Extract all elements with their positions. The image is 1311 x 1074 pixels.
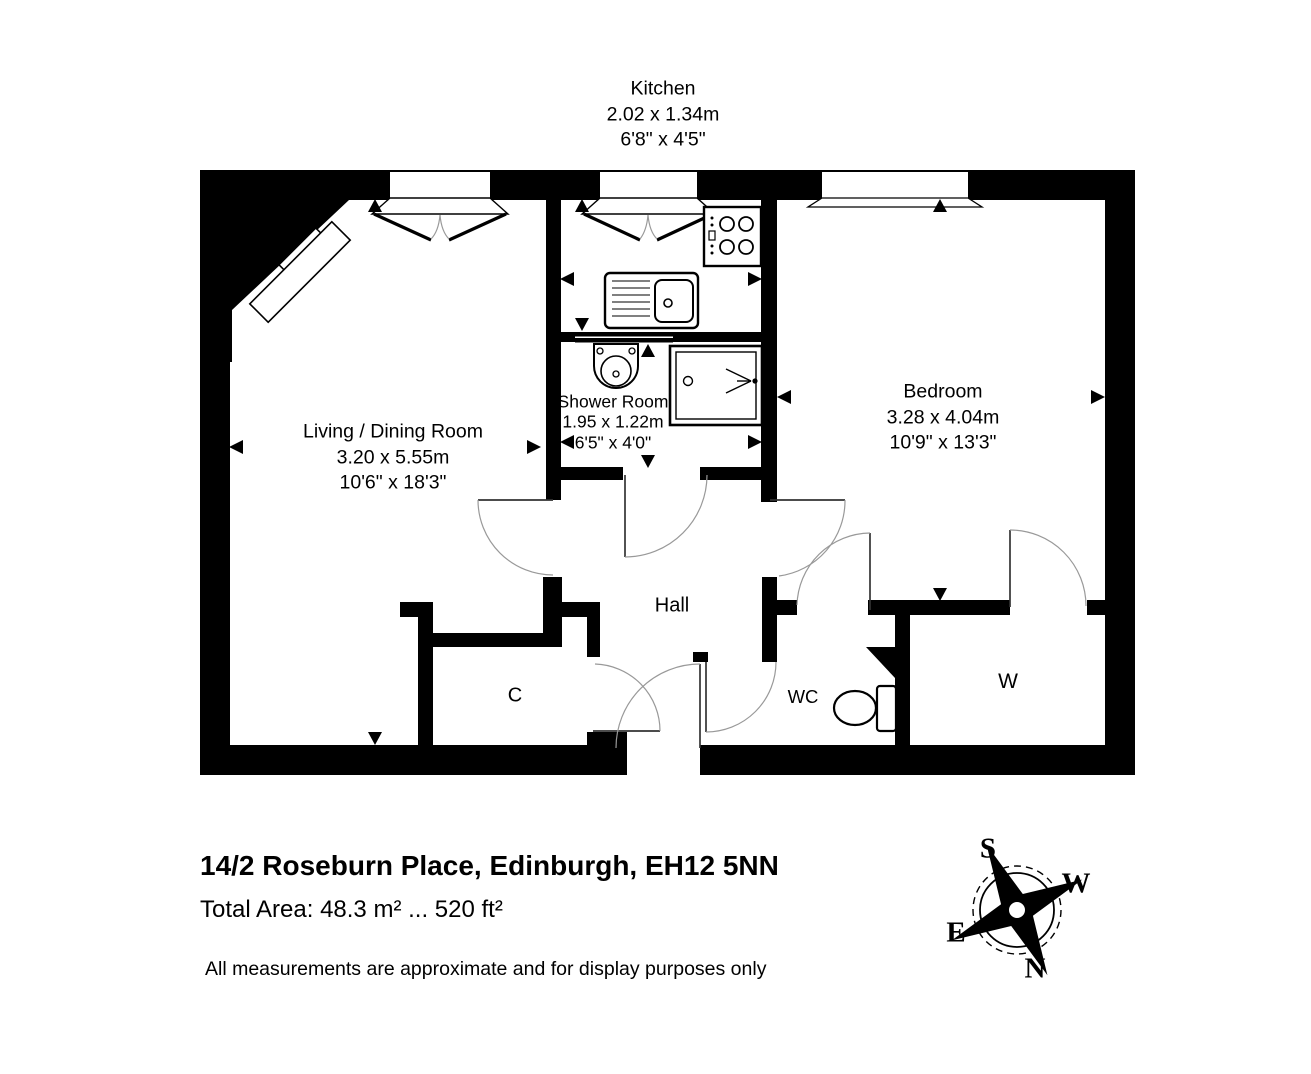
arrow-down-icon (368, 732, 382, 745)
arrow-up-icon (933, 199, 947, 212)
room-name: Kitchen (630, 77, 696, 100)
living-room-door (477, 499, 554, 576)
room-size-imperial: 10'6" x 18'3" (339, 471, 447, 494)
cupboard-door (593, 663, 661, 732)
wardrobe-door (1009, 529, 1087, 607)
bedroom-door (770, 499, 846, 577)
arrow-right-icon (748, 272, 762, 286)
kitchen-sink-icon (603, 271, 700, 330)
room-label-living-dining: Living / Dining Room 3.20 x 5.55m 10'6" … (303, 419, 483, 496)
property-address: 14/2 Roseburn Place, Edinburgh, EH12 5NN (200, 850, 779, 881)
fireplace-icon (248, 220, 352, 324)
room-name: Living / Dining Room (303, 420, 483, 443)
toilet-icon (832, 684, 898, 733)
arrow-up-icon (575, 199, 589, 212)
room-label-shower-room: Shower Room 1.95 x 1.22m 6'5" x 4'0" (558, 392, 669, 453)
room-name: Shower Room (557, 391, 669, 412)
disclaimer: All measurements are approximate and for… (205, 958, 767, 980)
room-label-wardrobe: W (998, 670, 1018, 693)
measurement-arrows (229, 199, 1105, 745)
kitchen-window-icon (580, 172, 717, 242)
room-size-imperial: 6'8" x 4'5" (620, 128, 706, 151)
room-size-metric: 3.28 x 4.04m (886, 406, 1000, 429)
arrow-right-icon (748, 435, 762, 449)
compass-west-label: W (1061, 867, 1091, 900)
arrow-left-icon (560, 272, 574, 286)
room-label-bedroom: Bedroom 3.28 x 4.04m 10'9" x 13'3" (887, 379, 1000, 456)
room-label-kitchen: Kitchen 2.02 x 1.34m 6'8" x 4'5" (607, 76, 720, 153)
room-label-wc: WC (787, 686, 819, 707)
arrow-down-icon (575, 318, 589, 331)
compass-east-label: E (946, 916, 966, 949)
room-label-hall: Hall (654, 594, 690, 617)
room-size-imperial: 10'9" x 13'3" (889, 431, 997, 454)
hob-icon (702, 205, 763, 268)
compass-north-label: N (1024, 952, 1046, 985)
wc-inner-door (796, 532, 871, 610)
living-room-window-icon (370, 172, 510, 242)
arrow-right-icon (1091, 390, 1105, 404)
arrow-down-icon (641, 455, 655, 468)
room-name: Bedroom (903, 380, 983, 403)
compass-south-label: S (979, 832, 997, 865)
total-area: Total Area: 48.3 m² ... 520 ft² (200, 896, 503, 923)
room-size-imperial: 6'5" x 4'0" (574, 432, 652, 453)
arrow-left-icon (229, 440, 243, 454)
arrow-right-icon (527, 440, 541, 454)
shower-room-door (624, 474, 708, 558)
room-label-cupboard: C (507, 684, 523, 707)
room-size-metric: 2.02 x 1.34m (606, 103, 720, 126)
arrow-left-icon (777, 390, 791, 404)
arrow-left-icon (560, 435, 574, 449)
room-size-metric: 1.95 x 1.22m (562, 411, 664, 432)
arrow-down-icon (933, 588, 947, 601)
compass-rose-icon (951, 844, 1083, 976)
front-door-opening (627, 743, 700, 777)
washbasin-icon (593, 343, 639, 389)
wc-door (705, 661, 777, 733)
room-size-metric: 3.20 x 5.55m (336, 446, 450, 469)
arrow-up-icon (368, 199, 382, 212)
shower-enclosure-icon (668, 344, 764, 427)
arrow-up-icon (641, 344, 655, 357)
door-swings (477, 474, 1087, 749)
interior-walls (400, 198, 1105, 747)
bedroom-window-icon (805, 172, 985, 208)
front-door (615, 663, 701, 749)
